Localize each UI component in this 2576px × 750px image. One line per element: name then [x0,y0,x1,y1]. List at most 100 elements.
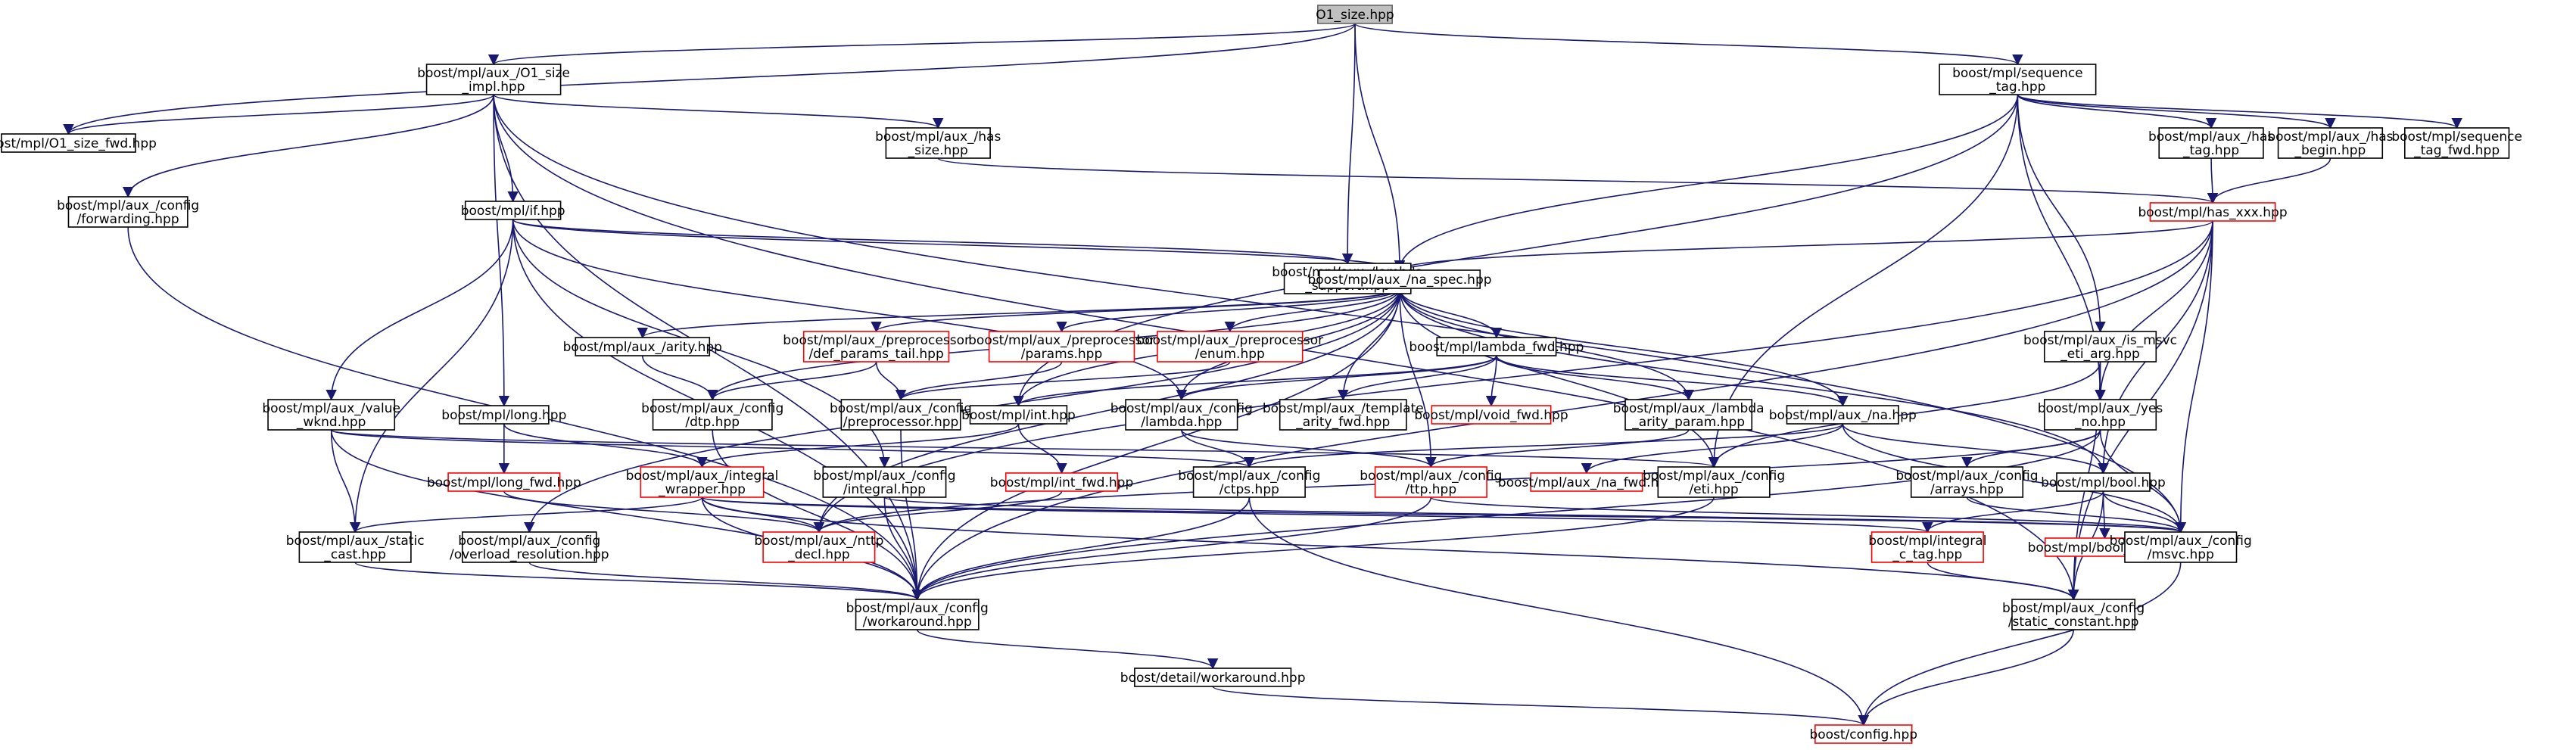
graph-node[interactable]: boost/mpl/aux_/is_msvc_eti_arg.hpp [2023,331,2177,363]
node-label: /eti.hpp [1689,482,1738,497]
node-label: _no.hpp [2074,415,2126,430]
node-label: /forwarding.hpp [77,212,179,227]
graph-node[interactable]: boost/mpl/has_xxx.hpp [2138,202,2288,222]
graph-node[interactable]: boost/mpl/aux_/na.hpp [1769,405,1917,425]
node-label: _tag.hpp [2182,143,2239,158]
dependency-edge [2095,220,2213,401]
node-label: /integral.hpp [843,482,926,497]
graph-node[interactable]: boost/mpl/aux_/config/msvc.hpp [2110,531,2252,563]
graph-node[interactable]: boost/mpl/aux_/config/overload_resolutio… [450,531,609,563]
node-label: boost/mpl/aux_/integral [626,468,779,484]
node-label: _size.hpp [908,143,968,158]
graph-node[interactable]: boost/mpl/aux_/integral_wrapper.hpp [626,466,779,498]
node-box [2403,127,2510,159]
graph-node[interactable]: boost/mpl/aux_/config/eti.hpp [1643,466,1785,498]
graph-node[interactable]: boost/mpl/aux_/na_spec.hpp [1308,269,1492,289]
node-label: boost/mpl/aux_/config [1895,468,2038,484]
node-label: boost/detail/workaround.hpp [1120,671,1306,686]
graph-node[interactable]: boost/mpl/integral_c_tag.hpp [1868,531,1986,563]
graph-node[interactable]: boost/mpl/aux_/value_wknd.hpp [262,399,400,431]
graph-node[interactable]: boost/mpl/int_fwd.hpp [990,472,1133,492]
dependency-edge [1354,23,1406,272]
node-label: boost/mpl/int.hpp [961,408,1076,423]
graph-node[interactable]: boost/mpl/aux_/na_fwd.hpp [1498,472,1675,492]
node-label: boost/mpl/aux_/na_spec.hpp [1308,272,1492,288]
graph-node[interactable]: boost/mpl/aux_/lambda_arity_param.hpp [1613,399,1765,431]
dependency-edge [326,219,514,401]
graph-node[interactable]: boost/mpl/long.hpp [441,405,566,425]
graph-node[interactable]: boost/mpl/aux_/nttp_decl.hpp [754,531,883,563]
dependency-edge [937,157,2218,204]
graph-node[interactable]: boost/mpl/if.hpp [461,201,565,220]
graph-node[interactable]: boost/mpl/aux_/config/static_constant.hp… [2002,599,2145,630]
graph-node[interactable]: boost/mpl/long_fwd.hpp [427,472,581,492]
dependency-edge [512,219,1405,272]
dependency-edge [528,562,923,601]
node-label: boost/mpl/aux_/config [1360,468,1502,484]
graph-node[interactable]: boost/mpl/void_fwd.hpp [1414,405,1568,425]
graph-node[interactable]: boost/mpl/aux_/config/integral.hpp [813,466,956,498]
graph-node[interactable]: boost/mpl/aux_/preprocessor/def_params_t… [783,331,970,363]
node-box [1530,472,1643,492]
dependency-edge [1056,288,1400,333]
dependency-edge [641,355,718,401]
graph-node[interactable]: boost/detail/workaround.hpp [1120,668,1306,687]
node-box [2043,331,2157,363]
graph-node[interactable]: boost/mpl/aux_/has_size.hpp [875,127,1001,159]
node-label: /static_constant.hpp [2008,615,2139,630]
dependency-edge [2207,157,2219,204]
node-box [461,531,597,563]
graph-node[interactable]: boost/mpl/aux_/config/ctps.hpp [1178,466,1320,498]
graph-node[interactable]: boost/mpl/lambda_fwd.hpp [1409,337,1584,356]
graph-node[interactable]: O1_size.hpp [1316,5,1394,24]
dependency-edge [911,496,1251,601]
graph-node[interactable]: boost/mpl/aux_/config/ttp.hpp [1360,466,1502,498]
dependency-edge [895,361,1063,401]
graph-node[interactable]: boost/mpl/aux_/preprocessor/params.hpp [968,331,1155,363]
graph-node[interactable]: boost/mpl/bool.hpp [2041,472,2166,492]
node-box [1786,405,1899,425]
graph-node[interactable]: boost/mpl/sequence_tag_fwd.hpp [2391,127,2522,159]
graph-node[interactable]: boost/mpl/aux_/O1_size_impl.hpp [417,64,570,95]
dependency-edge [1496,355,1694,401]
graph-node[interactable]: boost/mpl/O1_size_fwd.hpp [0,133,157,153]
node-label: /preprocessor.hpp [843,415,959,430]
node-box [67,196,188,228]
dependency-edge [1017,423,1067,475]
graph-node[interactable]: boost/mpl/aux_/arity.hpp [563,337,722,356]
graph-node[interactable]: boost/mpl/aux_/config/preprocessor.hpp [830,399,972,431]
graph-node[interactable]: boost/mpl/aux_/template_arity_fwd.hpp [1263,399,1424,431]
node-label: boost/mpl/aux_/has [2267,129,2393,145]
dependency-edge [1708,361,2101,468]
node-box [1870,531,1984,563]
dependency-edge [2175,220,2213,534]
dependency-edge [883,496,923,601]
node-label: boost/mpl/aux_/is_msvc [2023,333,2177,348]
node-box [1624,399,1753,431]
node-label: _arity_param.hpp [1631,415,1745,430]
dependency-edge [503,423,708,468]
node-label: boost/mpl/aux_/lambda [1613,401,1765,416]
graph-node[interactable]: boost/mpl/aux_/config/workaround.hpp [846,599,989,630]
graph-node[interactable]: boost/mpl/aux_/config/forwarding.hpp [57,196,199,228]
graph-node[interactable]: boost/mpl/sequence_tag.hpp [1939,64,2097,95]
node-label: boost/config.hpp [1809,727,1917,742]
graph-node[interactable]: boost/mpl/aux_/config/lambda.hpp [1110,399,1253,431]
dependency-edge [916,629,1219,670]
graph-node[interactable]: boost/mpl/int.hpp [961,405,1076,425]
graph-node[interactable]: boost/mpl/aux_/has_tag.hpp [2148,127,2274,159]
dependency-edge [701,496,1933,534]
graph-node[interactable]: boost/mpl/aux_/preprocessor/enum.hpp [1136,331,1323,363]
node-label: boost/mpl/aux_/preprocessor [783,333,970,348]
graph-node[interactable]: boost/mpl/aux_/has_begin.hpp [2267,127,2394,159]
node-label: boost/mpl/aux_/config [2110,534,2252,549]
graph-node[interactable]: boost/mpl/aux_/config/arrays.hpp [1895,466,2039,498]
graph-node[interactable]: boost/config.hpp [1809,724,1917,744]
dependency-edge [911,288,1400,601]
graph-node[interactable]: boost/mpl/aux_/yes_no.hpp [2038,399,2163,431]
graph-node[interactable]: boost/mpl/aux_/config/dtp.hpp [641,399,783,431]
node-box [885,127,991,159]
graph-node[interactable]: boost/mpl/aux_/static_cast.hpp [286,531,425,563]
dependency-edge [2017,94,2336,129]
